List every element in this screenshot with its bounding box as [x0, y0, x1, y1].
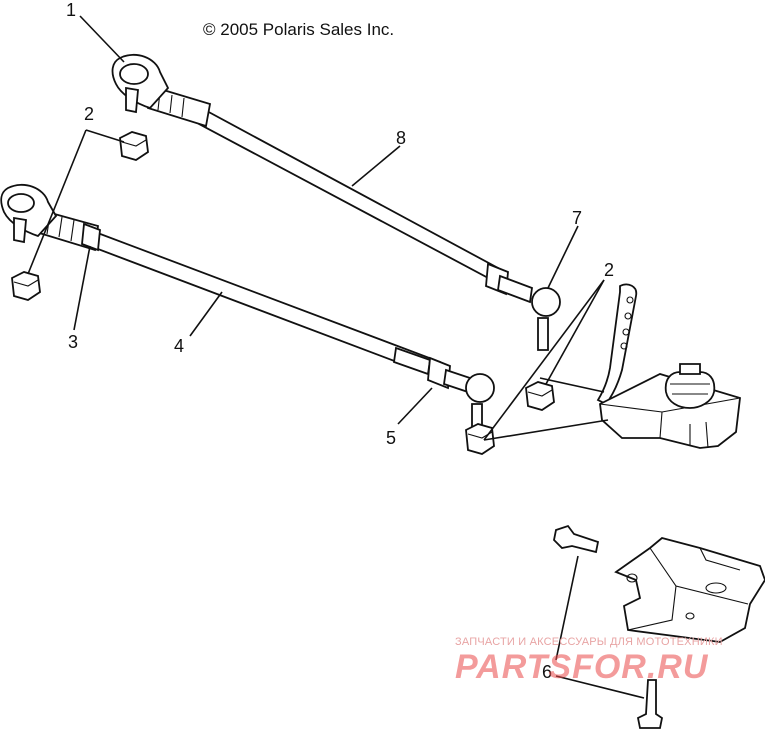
- callout-2-lower: 2: [604, 260, 614, 280]
- lower-tie-rod-assembly: [0, 183, 495, 433]
- callout-numbers: 1 2 3 4 8 7 2 5 6: [66, 0, 614, 682]
- callout-4: 4: [174, 336, 184, 356]
- ball-joint-upper: [531, 287, 561, 317]
- callout-7: 7: [572, 208, 582, 228]
- callout-3: 3: [68, 332, 78, 352]
- callout-2-upper: 2: [84, 104, 94, 124]
- leader-lines: [27, 15, 645, 699]
- steering-boot: [664, 371, 716, 409]
- copyright-notice: © 2005 Polaris Sales Inc.: [203, 20, 395, 39]
- bolt-upper: [553, 524, 600, 554]
- ball-joint-lower: [465, 373, 495, 403]
- pitman-arm: [596, 283, 638, 406]
- upper-tie-rod-assembly: [111, 53, 561, 351]
- watermark-logo: PARTSFOR.RU: [455, 648, 709, 686]
- callout-5: 5: [386, 428, 396, 448]
- mounting-bracket-assembly: [553, 524, 765, 729]
- tie-rod-lower: [88, 230, 442, 378]
- watermark-tagline: ЗАПЧАСТИ И АКСЕССУАРЫ ДЛЯ МОТОТЕХНИКИ: [455, 636, 723, 648]
- steering-gear-assembly: [596, 283, 741, 449]
- callout-8: 8: [396, 128, 406, 148]
- callout-1: 1: [66, 0, 76, 20]
- nuts: [11, 131, 555, 455]
- tie-rod-upper: [197, 108, 500, 282]
- callout-6: 6: [542, 662, 552, 682]
- nut-4: [465, 423, 495, 455]
- bolt-lower: [636, 679, 664, 729]
